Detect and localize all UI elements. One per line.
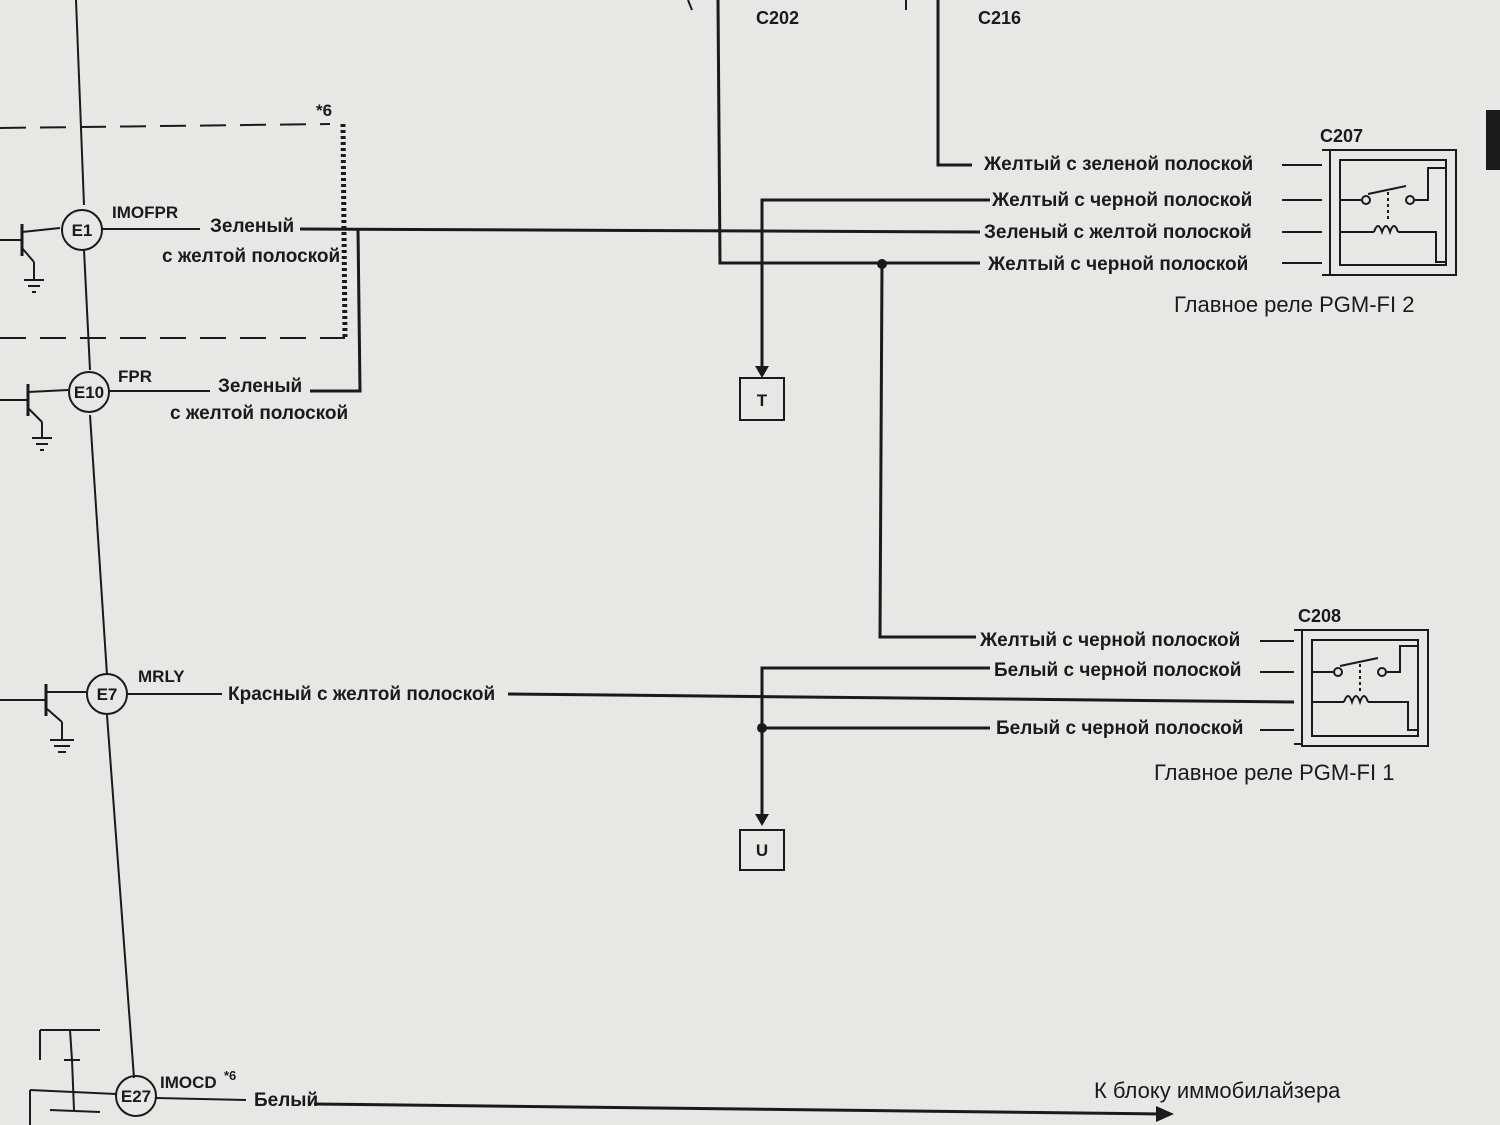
relay1-wire-2: Белый с черной полоской: [994, 660, 1241, 681]
relay2-name: Главное реле PGM-FI 2: [1174, 292, 1414, 317]
e10-wire-color-line2: с желтой полоской: [170, 403, 348, 424]
e1-wire-color-line1: Зеленый: [210, 216, 294, 237]
terminal-u: U: [739, 829, 785, 871]
page-edge-tab: [1486, 110, 1500, 170]
terminal-t: T: [739, 377, 785, 421]
immobilizer-label: К блоку иммобилайзера: [1094, 1078, 1341, 1103]
e10-wire-color-line1: Зеленый: [218, 376, 302, 397]
e27-switch-icon: [29, 1029, 117, 1125]
connector-c208-label: C208: [1298, 606, 1341, 626]
ecm-bus: [75, 0, 135, 1079]
main-relay-2: C207 Главное реле PGM-FI 2: [1174, 126, 1457, 317]
pin-e10: E10 FPR: [68, 367, 152, 413]
pin-e27: E27 IMOCD *6: [115, 1068, 236, 1117]
pin-e27-signal: IMOCD: [160, 1073, 217, 1092]
option-mark-bottom: *6: [224, 1068, 236, 1083]
connector-c216-label: C216: [978, 8, 1021, 28]
main-relay-1: C208 Главное реле PGM-FI 1: [1154, 606, 1429, 785]
e27-wire-color: Белый: [254, 1090, 318, 1111]
connector-c202-label: C202: [756, 8, 799, 28]
pin-e1-id: E1: [72, 221, 93, 240]
e7-wire-color: Красный с желтой полоской: [228, 684, 495, 705]
option-box-6: *6: [0, 101, 348, 339]
pin-e7: E7 MRLY: [86, 667, 185, 715]
option-mark-top: *6: [316, 101, 332, 120]
relay2-wire-3: Зеленый с желтой полоской: [984, 222, 1252, 243]
pin-e27-id: E27: [121, 1087, 151, 1106]
relay1-wire-1: Желтый с черной полоской: [979, 630, 1240, 651]
pin-e1-signal: IMOFPR: [112, 203, 178, 222]
terminal-t-label: T: [757, 391, 768, 410]
e7-transistor-icon: [0, 684, 86, 753]
relay1-name: Главное реле PGM-FI 1: [1154, 760, 1394, 785]
pin-e10-signal: FPR: [118, 367, 152, 386]
e10-transistor-icon: [0, 384, 69, 451]
e1-transistor-icon: [0, 224, 61, 293]
pin-e7-signal: MRLY: [138, 667, 185, 686]
connector-c216: C216: [905, 0, 1021, 28]
pin-e7-id: E7: [97, 685, 118, 704]
e1-wire-color-line2: с желтой полоской: [162, 246, 340, 267]
connector-c207-label: C207: [1320, 126, 1363, 146]
relay2-wire-4: Желтый с черной полоской: [987, 254, 1248, 275]
relay2-wire-2: Желтый с черной полоской: [991, 190, 1252, 211]
relay1-wire-3: Белый с черной полоской: [996, 718, 1243, 739]
pin-e1: E1 IMOFPR: [61, 203, 178, 251]
terminal-u-label: U: [756, 841, 768, 860]
relay2-wire-1: Желтый с зеленой полоской: [983, 154, 1253, 175]
pin-e10-id: E10: [74, 383, 104, 402]
connector-c202: C202: [687, 0, 799, 28]
